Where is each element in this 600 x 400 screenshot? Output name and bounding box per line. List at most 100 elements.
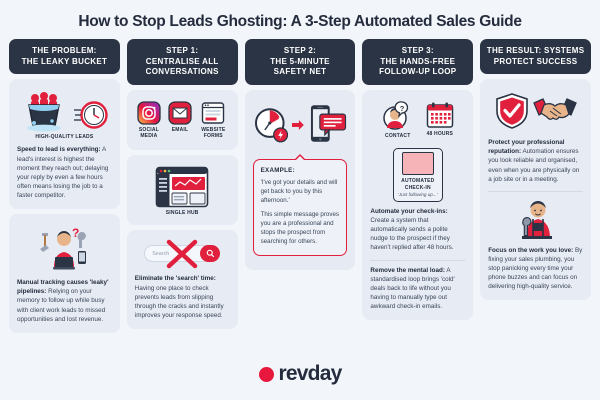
column-step-3: STEP 3: THE HANDS-FREE FOLLOW-UP LOOP ? xyxy=(362,39,474,321)
illustration-happy-tradesperson xyxy=(488,192,583,241)
tradesperson-icon xyxy=(521,200,552,239)
art-caption-website-forms: WEBSITE FORMS xyxy=(201,126,226,139)
footer-logo: revday xyxy=(0,362,600,386)
illustration-trust xyxy=(488,87,583,133)
lead-body-manual: Relying on your memory to follow up whil… xyxy=(17,288,106,323)
column-header-line-1: THE RESULT: SYSTEMS xyxy=(486,46,585,56)
speed-clock-icon xyxy=(254,107,288,143)
cross-out-icon xyxy=(166,239,198,269)
website-form-icon xyxy=(202,101,225,124)
leaky-bucket-icon xyxy=(26,92,61,132)
card-step2-body: EXAMPLE: 'I've got your details and will… xyxy=(244,89,356,270)
svg-text:?: ? xyxy=(399,104,404,113)
art-caption-single-hub: SINGLE HUB xyxy=(165,210,199,217)
lead-label-eliminate: Eliminate the 'search' time: xyxy=(134,275,216,283)
example-note: This simple message proves you are a pro… xyxy=(260,210,339,245)
lead-label-remove: Remove the mental load: xyxy=(370,266,445,274)
column-header-line-1: STEP 1: xyxy=(166,46,199,56)
art-item-48-hours: 48 HOURS xyxy=(426,101,454,137)
column-header-line-2: CENTRALISE ALL xyxy=(145,56,219,66)
phone-message-icon xyxy=(310,104,347,142)
column-header-line-3: CONVERSATIONS xyxy=(145,67,219,77)
card-step1-channels: SOCIAL MEDIA EMAIL xyxy=(126,89,238,151)
body-text-speed-to-lead: Speed to lead is everything: A lead's in… xyxy=(17,145,112,200)
instagram-icon xyxy=(137,101,161,125)
column-step-2: STEP 2: THE 5-MINUTE SAFETY NET xyxy=(244,39,356,270)
lead-label-manual: Manual tracking causes 'leaky' pipelines… xyxy=(17,279,109,296)
body-text-manual-tracking: Manual tracking causes 'leaky' pipelines… xyxy=(17,278,112,324)
card-step1-hub: SINGLE HUB xyxy=(126,155,238,226)
example-callout: EXAMPLE: 'I've got your details and will… xyxy=(252,153,348,256)
lead-label-focus: Focus on the work you love: xyxy=(488,246,574,254)
example-title: EXAMPLE: xyxy=(260,166,295,174)
columns-container: THE PROBLEM: THE LEAKY BUCKET xyxy=(0,39,600,333)
art-item-clock xyxy=(73,98,108,132)
column-step-1: STEP 1: CENTRALISE ALL CONVERSATIONS xyxy=(126,39,238,330)
column-header-the-result: THE RESULT: SYSTEMS PROTECT SUCCESS xyxy=(480,39,591,75)
art-item-contact: ? CONTACT xyxy=(382,100,414,139)
illustration-single-hub xyxy=(135,163,230,210)
lead-label-protect: Protect your professional reputation: xyxy=(488,139,565,156)
art-caption-48-hours: 48 HOURS xyxy=(426,130,454,137)
art-item-bucket xyxy=(21,90,67,132)
search-icon xyxy=(206,250,214,258)
automated-checkin-wrap: AUTOMATED CHECK-IN 'Just following up...… xyxy=(370,147,465,202)
art-item-email: EMAIL xyxy=(168,101,192,133)
page-title: How to Stop Leads Ghosting: A 3-Step Aut… xyxy=(78,13,522,30)
badge-line-2: CHECK-IN xyxy=(404,185,431,192)
arrow-right-icon xyxy=(292,119,304,130)
svg-text:?: ? xyxy=(72,226,79,240)
section-divider xyxy=(488,190,583,192)
illustration-channels: SOCIAL MEDIA EMAIL xyxy=(135,98,230,142)
lead-label-automate: Automate your check-ins: xyxy=(370,207,448,215)
art-item-website-forms: WEBSITE FORMS xyxy=(197,101,230,140)
badge-line-1: AUTOMATED xyxy=(401,177,435,184)
automated-checkin-badge: AUTOMATED CHECK-IN 'Just following up...… xyxy=(393,147,443,202)
column-header-line-3: SAFETY NET xyxy=(273,67,327,77)
body-text-automate-checkins: Automate your check-ins: Create a system… xyxy=(370,207,465,253)
illustration-no-search: Search xyxy=(135,238,230,269)
illustration-overwhelmed-worker: ? xyxy=(17,222,112,273)
body-text-remove-mental-load: Remove the mental load: A standardised l… xyxy=(370,266,465,312)
lead-body-remove: A standardised loop brings 'cold' deals … xyxy=(370,266,455,311)
art-caption-social-media: SOCIAL MEDIA xyxy=(138,126,159,139)
lead-body-automate: Create a system that automatically sends… xyxy=(370,217,454,252)
lead-body-speed: A lead's interest is highest the moment … xyxy=(17,146,109,200)
art-caption-contact: CONTACT xyxy=(385,132,411,139)
example-quote: 'I've got your details and will get back… xyxy=(260,178,338,204)
column-the-problem: THE PROBLEM: THE LEAKY BUCKET xyxy=(9,39,120,333)
lead-body-protect: Automation ensures you look reliable and… xyxy=(488,148,580,183)
column-header-line-2: PROTECT SUCCESS xyxy=(493,56,578,66)
art-caption-email: EMAIL xyxy=(171,126,189,133)
body-text-focus-on-work: Focus on the work you love: By fixing yo… xyxy=(488,246,583,292)
column-header-step-2: STEP 2: THE 5-MINUTE SAFETY NET xyxy=(244,39,356,85)
column-header-line-2: THE 5-MINUTE xyxy=(270,56,330,66)
card-result-body: Protect your professional reputation: Au… xyxy=(480,79,591,301)
column-header-line-1: THE PROBLEM: xyxy=(32,46,97,56)
contact-avatar-icon: ? xyxy=(383,100,408,130)
lead-label-speed: Speed to lead is everything: xyxy=(17,146,101,154)
brand-name: revday xyxy=(278,362,343,385)
search-button[interactable] xyxy=(200,245,221,263)
envelope-icon xyxy=(401,151,434,175)
illustration-fast-reply xyxy=(253,98,348,148)
card-step3-loop: ? CONTACT xyxy=(362,89,474,321)
search-placeholder-text: Search xyxy=(152,250,170,257)
card-step1-search: Search Eliminate the 'search' time xyxy=(126,230,238,330)
column-header-the-problem: THE PROBLEM: THE LEAKY BUCKET xyxy=(9,39,120,75)
logo-dot-icon xyxy=(258,366,274,382)
lead-body-eliminate: Having one place to check prevents leads… xyxy=(134,284,224,319)
dashboard-icon xyxy=(155,166,209,208)
email-icon xyxy=(168,101,192,125)
column-the-result: THE RESULT: SYSTEMS PROTECT SUCCESS xyxy=(480,39,591,301)
shield-check-icon xyxy=(495,93,528,129)
card-problem-speed: HIGH-QUALITY LEADS Speed to lead is ever… xyxy=(9,79,120,210)
body-text-protect-reputation: Protect your professional reputation: Au… xyxy=(488,138,583,184)
illustration-leaky-bucket xyxy=(17,87,112,134)
column-header-line-2: THE LEAKY BUCKET xyxy=(21,56,108,66)
overwhelmed-worker-icon: ? xyxy=(40,226,87,270)
handshake-icon xyxy=(532,98,577,121)
illustration-followup-loop: ? CONTACT xyxy=(370,98,465,141)
art-item-social-media: SOCIAL MEDIA xyxy=(135,101,163,140)
